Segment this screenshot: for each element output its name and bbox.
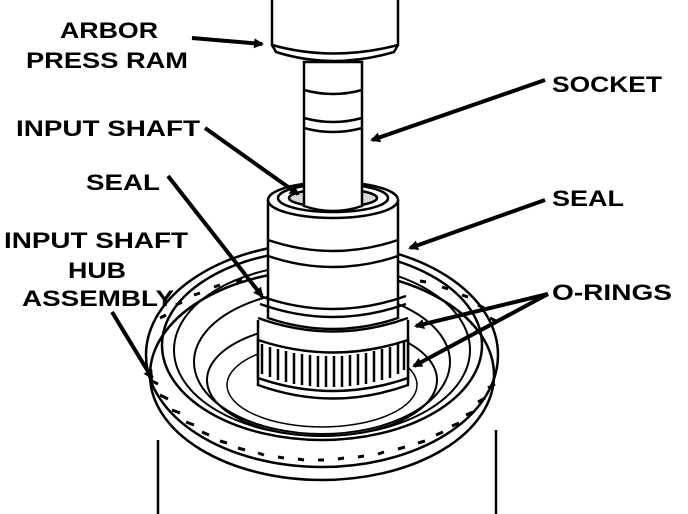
label-arbor-press-ram-line2: PRESS RAM	[26, 48, 188, 73]
arrow-socket	[370, 78, 546, 143]
label-o-rings: O-RINGS	[552, 280, 672, 305]
label-seal-right: SEAL	[552, 186, 624, 211]
labels: ARBOR PRESS RAM SOCKET INPUT SHAFT SEAL …	[4, 18, 672, 311]
arrow-arbor-press-ram	[191, 36, 264, 49]
arrow-seal-right	[408, 198, 546, 251]
label-input-shaft-hub-line2: HUB	[68, 258, 126, 283]
arrow-hub-assembly	[110, 310, 154, 380]
hub-teeth	[149, 278, 497, 462]
label-input-shaft-hub-line1: INPUT SHAFT	[4, 228, 189, 253]
socket	[302, 60, 364, 213]
arbor-press-ram	[270, 0, 400, 63]
label-input-shaft-hub-line3: ASSEMBLY	[22, 286, 174, 311]
knurled-band-hatching	[260, 342, 406, 387]
leader-arrows	[110, 36, 549, 380]
arrow-input-shaft	[203, 126, 300, 196]
label-socket: SOCKET	[552, 72, 663, 97]
label-input-shaft: INPUT SHAFT	[16, 116, 201, 141]
arrow-o-rings-upper	[414, 292, 549, 329]
arrow-o-rings-lower	[412, 292, 549, 368]
arrow-seal-left	[166, 174, 264, 298]
label-seal-left: SEAL	[86, 170, 160, 195]
label-arbor-press-ram-line1: ARBOR	[60, 18, 158, 43]
